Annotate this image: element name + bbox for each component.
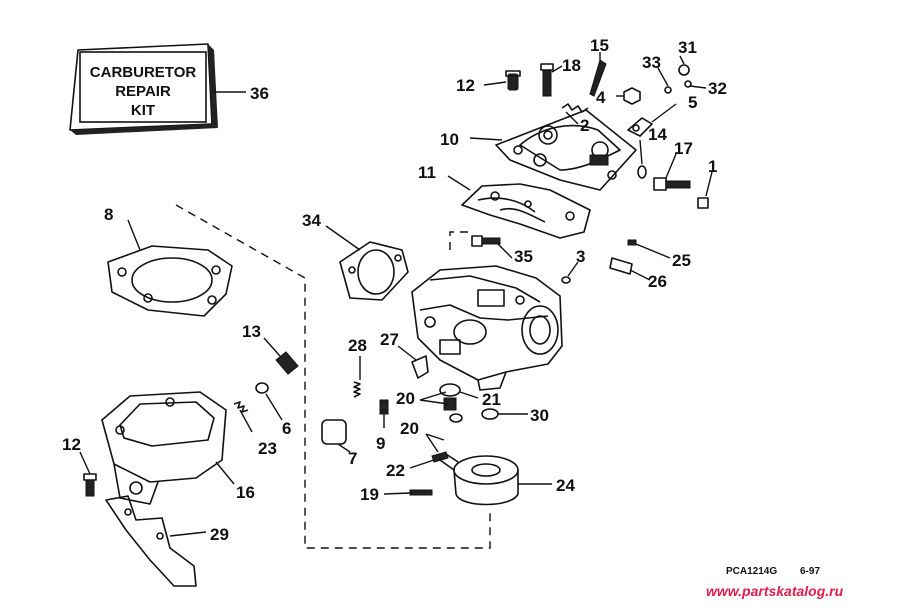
drawing-code: PCA1214G — [726, 566, 777, 577]
callout-33: 33 — [642, 53, 661, 72]
callout-24: 24 — [556, 476, 575, 495]
callout-11: 11 — [418, 163, 436, 182]
callout-28: 28 — [348, 336, 367, 355]
callout-21: 21 — [482, 390, 501, 409]
kit-line-2: REPAIR — [115, 83, 171, 100]
callout-32: 32 — [708, 79, 727, 98]
repair-kit-box: CARBURETOR REPAIR KIT — [69, 43, 246, 135]
callout-1: 1 — [708, 157, 717, 176]
callout-13: 13 — [242, 322, 261, 341]
flange-gasket — [107, 245, 233, 317]
callout-10: 10 — [440, 130, 459, 149]
upper-gasket — [461, 183, 591, 239]
kit-line-1: CARBURETOR — [90, 64, 197, 81]
callout-29: 29 — [210, 525, 229, 544]
callout-36: 36 — [250, 84, 269, 103]
callout-30: 30 — [530, 406, 549, 425]
callout-14: 14 — [648, 125, 667, 144]
callout-9: 9 — [376, 434, 385, 453]
float-bowl — [101, 391, 227, 505]
callout-numbers: 36 12 18 15 31 33 32 4 5 2 10 14 17 1 11… — [62, 36, 727, 544]
assembly-dashed-outline — [175, 204, 491, 549]
callout-35: 35 — [514, 247, 533, 266]
callout-6: 6 — [282, 419, 291, 438]
callout-12-bottom: 12 — [62, 435, 81, 454]
float — [439, 453, 519, 506]
callout-15: 15 — [590, 36, 609, 55]
kit-line-3: KIT — [131, 102, 155, 119]
callout-25: 25 — [672, 251, 691, 270]
callout-17: 17 — [674, 139, 693, 158]
top-cover — [495, 109, 637, 191]
carburetor-body — [411, 265, 563, 391]
callout-3: 3 — [576, 247, 585, 266]
callout-12-top: 12 — [456, 76, 475, 95]
callout-2: 2 — [580, 116, 589, 135]
callout-31: 31 — [678, 38, 697, 57]
callout-23: 23 — [258, 439, 277, 458]
callout-8: 8 — [104, 205, 113, 224]
callout-7: 7 — [348, 449, 357, 468]
callout-22: 22 — [386, 461, 405, 480]
callout-16: 16 — [236, 483, 255, 502]
callout-27: 27 — [380, 330, 399, 349]
intake-gasket — [339, 241, 409, 301]
assembly-dashed-connector — [449, 231, 468, 255]
callout-20-lower: 20 — [400, 419, 419, 438]
callout-34: 34 — [302, 211, 321, 230]
callout-19: 19 — [360, 485, 379, 504]
bracket — [105, 495, 197, 587]
callout-26: 26 — [648, 272, 667, 291]
callout-18: 18 — [562, 56, 581, 75]
callout-4: 4 — [596, 88, 606, 107]
drawing-date: 6-97 — [800, 566, 820, 577]
callout-20-upper: 20 — [396, 389, 415, 408]
callout-5: 5 — [688, 93, 697, 112]
leader-lines — [79, 52, 713, 537]
watermark-link[interactable]: www.partskatalog.ru — [706, 583, 844, 599]
small-parts — [83, 59, 709, 497]
